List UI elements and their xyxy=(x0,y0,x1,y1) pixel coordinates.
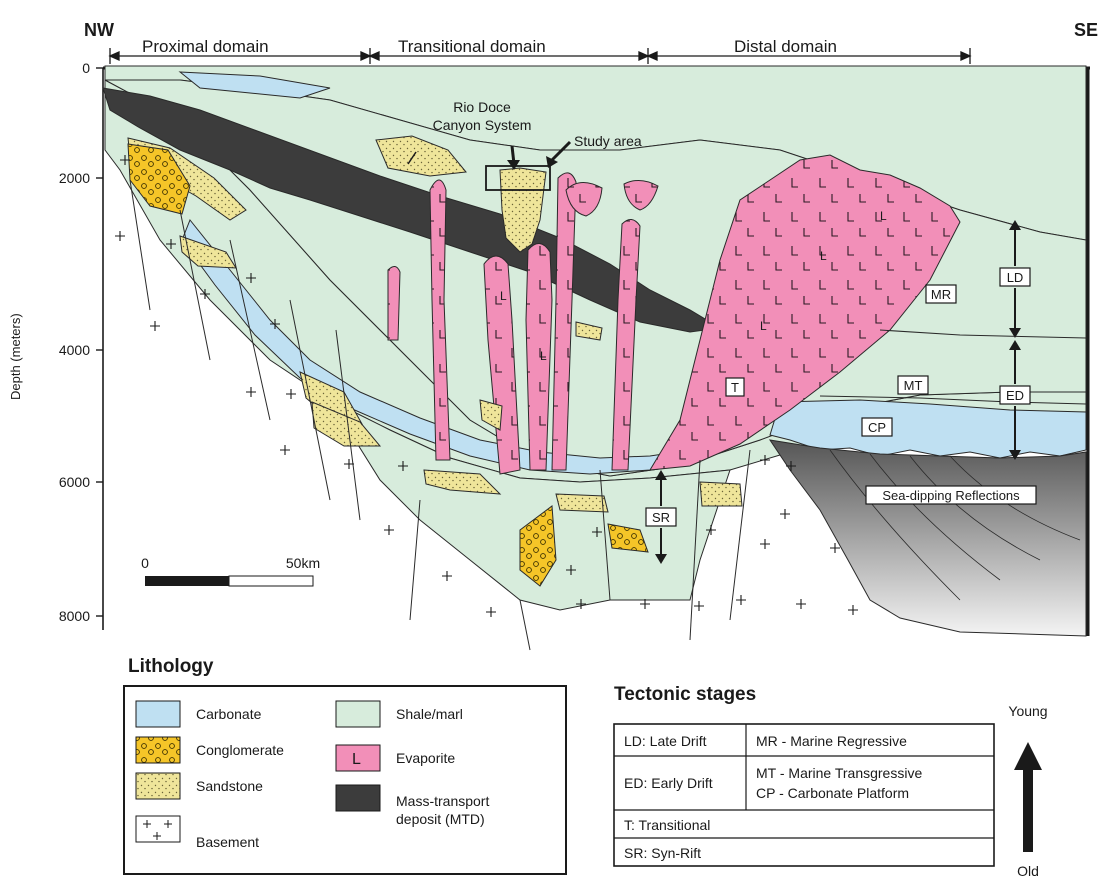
y-axis-label: Depth (meters) xyxy=(8,313,23,400)
tag-sr: SR xyxy=(652,510,670,525)
y-axis-ticks xyxy=(96,68,103,616)
direction-nw: NW xyxy=(84,20,114,40)
age-old-label: Old xyxy=(1017,863,1039,879)
stage-cp: CP - Carbonate Platform xyxy=(756,785,909,801)
domain-transitional: Transitional domain xyxy=(398,37,546,56)
age-young-label: Young xyxy=(1008,703,1047,719)
tag-t: T xyxy=(731,380,739,395)
evap-l-3: L xyxy=(760,319,767,333)
tectonic-title: Tectonic stages xyxy=(614,684,756,705)
age-arrow xyxy=(1014,742,1042,852)
y-tick-2000: 2000 xyxy=(59,170,90,186)
evap-l-4: L xyxy=(820,249,827,263)
scale-bar xyxy=(145,576,313,586)
evap-l-5: L xyxy=(880,209,887,223)
legend-shale: Shale/marl xyxy=(396,706,463,722)
evaporite-pod-3 xyxy=(388,266,400,340)
geologic-cross-section xyxy=(103,66,1086,650)
evap-l-1: L xyxy=(500,289,507,303)
sea-dipping-reflections xyxy=(770,440,1086,636)
legend-conglomerate: Conglomerate xyxy=(196,742,284,758)
y-tick-4000: 4000 xyxy=(59,342,90,358)
evap-l-2: L xyxy=(540,349,547,363)
canyon-label-line1: Rio Doce xyxy=(453,99,511,115)
lithology-title: Lithology xyxy=(128,656,214,677)
y-tick-6000: 6000 xyxy=(59,474,90,490)
stage-t: T: Transitional xyxy=(624,817,710,833)
canyon-label-line2: Canyon System xyxy=(433,117,532,133)
y-tick-0: 0 xyxy=(82,60,90,76)
scale-bar-start: 0 xyxy=(141,555,149,571)
legend-basement: Basement xyxy=(196,834,259,850)
legend-mtd-line2: deposit (MTD) xyxy=(396,811,485,827)
legend-sandstone: Sandstone xyxy=(196,778,263,794)
stage-mt: MT - Marine Transgressive xyxy=(756,765,922,781)
tag-mt: MT xyxy=(904,378,923,393)
legend-evaporite: Evaporite xyxy=(396,750,455,766)
domain-proximal: Proximal domain xyxy=(142,37,269,56)
tag-ld: LD xyxy=(1007,270,1024,285)
tag-mr: MR xyxy=(931,287,951,302)
y-tick-8000: 8000 xyxy=(59,608,90,624)
sandstone-deep-3 xyxy=(700,482,742,506)
stage-ld: LD: Late Drift xyxy=(624,733,707,749)
tag-cp: CP xyxy=(868,420,886,435)
sea-dipping-label: Sea-dipping Reflections xyxy=(882,488,1020,503)
stage-sr: SR: Syn-Rift xyxy=(624,845,701,861)
study-area-label: Study area xyxy=(574,133,642,149)
legend-mtd-line1: Mass-transport xyxy=(396,793,489,809)
stage-mr: MR - Marine Regressive xyxy=(756,733,907,749)
scale-bar-end: 50km xyxy=(286,555,320,571)
domain-distal: Distal domain xyxy=(734,37,837,56)
legend-carbonate: Carbonate xyxy=(196,706,262,722)
sandstone-deep-2 xyxy=(556,494,608,512)
direction-se: SE xyxy=(1074,20,1098,40)
stage-ed: ED: Early Drift xyxy=(624,775,713,791)
tag-ed: ED xyxy=(1006,388,1024,403)
evaporite-swatch-symbol: L xyxy=(352,751,361,768)
